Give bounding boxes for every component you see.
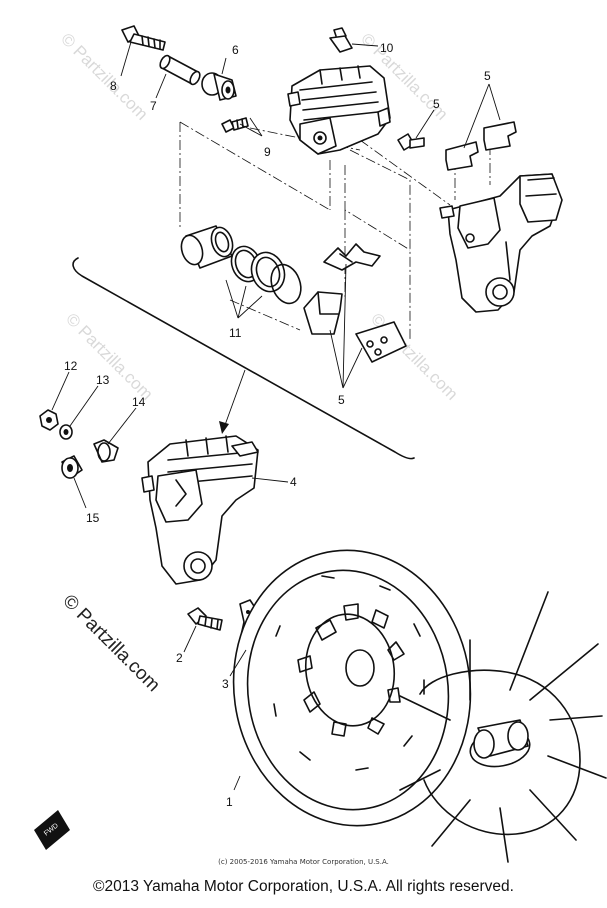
callout-1: 1 <box>226 795 233 809</box>
brake-pads <box>303 291 407 363</box>
callout-5-bolt: 5 <box>433 97 440 111</box>
callout-6: 6 <box>232 43 239 57</box>
callout-8: 8 <box>110 79 117 93</box>
bleed-screw <box>221 117 249 133</box>
upper-caliper-body <box>287 65 391 155</box>
leader-lines <box>51 41 501 677</box>
copyright-notice: ©2013 Yamaha Motor Corporation, U.S.A. A… <box>93 878 514 895</box>
diagram-credit: (c) 2005-2016 Yamaha Motor Corporation, … <box>218 858 389 866</box>
callout-12: 12 <box>64 359 78 373</box>
callout-11: 11 <box>229 326 242 340</box>
callout-13: 13 <box>96 373 110 387</box>
fwd-indicator: FWD <box>34 810 70 850</box>
caliper-assembly-lower <box>141 435 259 585</box>
brake-disc <box>232 549 472 827</box>
pad-spring-middle <box>323 243 381 271</box>
callout-5-springs: 5 <box>484 69 491 83</box>
callout-10: 10 <box>380 41 394 55</box>
callout-labels: 8 7 6 9 10 5 5 11 5 12 13 14 15 4 2 3 1 <box>64 41 491 809</box>
dust-boot <box>201 72 237 101</box>
callout-2: 2 <box>176 651 183 665</box>
callout-3: 3 <box>222 677 229 691</box>
callout-15: 15 <box>86 511 100 525</box>
piston-seal-set <box>180 225 302 305</box>
callout-4: 4 <box>290 475 297 489</box>
assembly-arrow-head <box>219 421 229 434</box>
caliper-bolt <box>121 25 166 51</box>
assembly-arrow-line <box>224 369 246 426</box>
assembly-bracket <box>72 257 415 460</box>
callout-7: 7 <box>150 99 157 113</box>
retaining-clip <box>329 27 353 53</box>
disc-holes <box>273 575 425 771</box>
wheel-hub <box>399 591 607 863</box>
callout-5-pads: 5 <box>338 393 345 407</box>
watermark-mid-left: © Partzilla.com <box>62 309 156 403</box>
callout-9: 9 <box>264 145 271 159</box>
pad-pin-bolt <box>397 133 425 151</box>
callout-14: 14 <box>132 395 146 409</box>
watermark-main: © Partzilla.com <box>58 591 163 696</box>
pad-springs-upper <box>445 121 517 171</box>
assembled-caliper-right <box>439 173 563 313</box>
axle-hardware <box>39 409 119 479</box>
slide-pin <box>159 54 201 86</box>
